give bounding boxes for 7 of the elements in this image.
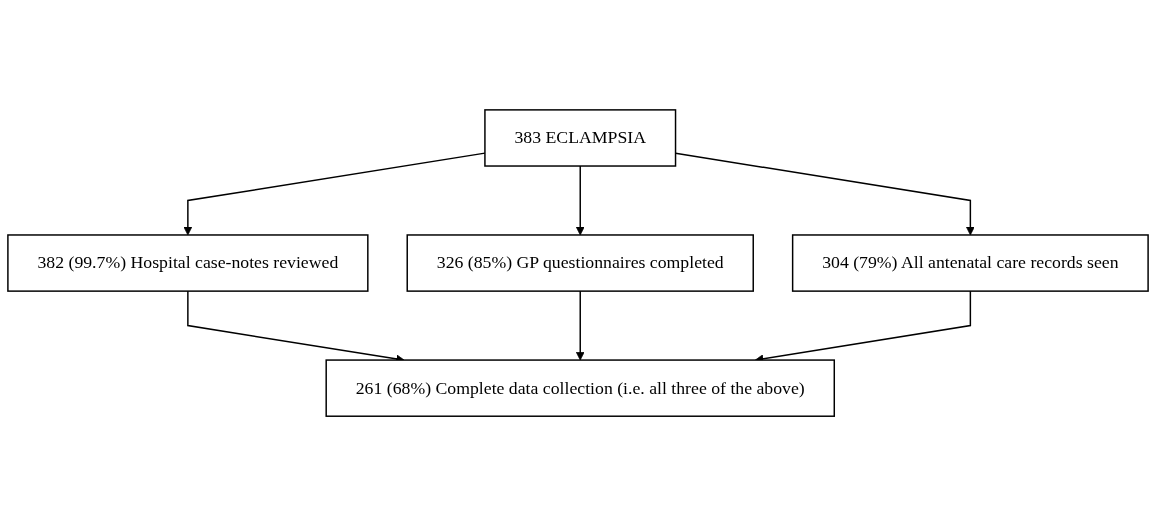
arrow	[575, 290, 585, 361]
node-box: 261 (68%) Complete data collection (i.e. all three of the above)	[325, 359, 835, 418]
node-box: 326 (85%) GP questionnaires completed	[406, 234, 754, 293]
node-box: 304 (79%) All antenatal care records seen	[791, 234, 1149, 293]
node-box: 382 (99.7%) Hospital case-notes reviewed	[7, 234, 369, 293]
arrow	[575, 165, 585, 236]
node-box: 383 ECLAMPSIA	[484, 109, 677, 168]
